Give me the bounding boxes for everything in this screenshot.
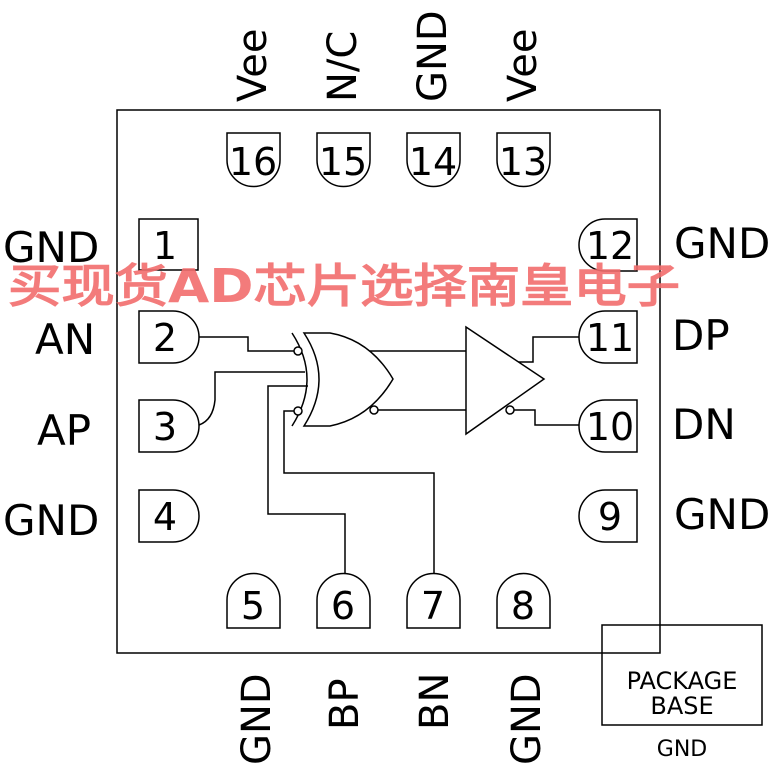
package-base-gnd: GND — [657, 737, 707, 762]
svg-text:8: 8 — [511, 584, 535, 628]
pin-4-label: GND — [3, 496, 99, 545]
pin-8-label: GND — [504, 673, 550, 765]
wire-an — [199, 336, 295, 352]
svg-text:14: 14 — [409, 140, 457, 184]
pin-5-label: GND — [234, 673, 280, 765]
pin-7-label: BN — [412, 673, 458, 730]
pin-1: 1 GND — [3, 218, 199, 272]
pin-14: 14 GND — [406, 10, 461, 188]
svg-text:5: 5 — [241, 584, 265, 628]
svg-text:13: 13 — [499, 140, 547, 184]
pin-3: 3 AP — [37, 399, 200, 455]
pin-13-label: Vee — [500, 29, 546, 102]
pin-1-label: GND — [3, 223, 99, 272]
pin-11-label: DP — [672, 311, 730, 360]
pin-8: 8 GND — [496, 572, 551, 765]
svg-text:9: 9 — [598, 495, 622, 539]
svg-text:12: 12 — [586, 224, 634, 268]
svg-text:3: 3 — [153, 405, 177, 449]
pin-10-label: DN — [672, 400, 736, 449]
pin-10: 10 DN — [578, 399, 736, 453]
wire-dn — [514, 409, 580, 426]
pin-15: 15 N/C — [316, 31, 371, 188]
pin-7: 7 BN — [406, 572, 461, 730]
svg-text:1: 1 — [153, 224, 177, 268]
package-base-line2: BASE — [650, 692, 713, 720]
pin-9: 9 GND — [578, 489, 769, 543]
watermark-text: 买现货AD芯片选择南皇电子 — [8, 259, 680, 313]
svg-text:4: 4 — [153, 495, 177, 539]
pin-2-label: AN — [35, 315, 95, 364]
pin-2: 2 AN — [35, 310, 200, 364]
pin-13: 13 Vee — [496, 29, 551, 188]
pin-5: 5 GND — [226, 572, 281, 765]
pin-14-label: GND — [410, 10, 456, 102]
pin-6-label: BP — [322, 678, 368, 730]
pin-11: 11 DP — [578, 310, 730, 364]
xor-gate — [291, 332, 394, 427]
package-base-line1: PACKAGE — [627, 667, 738, 695]
output-buffer — [465, 325, 546, 436]
svg-text:10: 10 — [586, 405, 634, 449]
svg-text:11: 11 — [586, 316, 634, 360]
pin-9-label: GND — [674, 490, 769, 539]
svg-text:15: 15 — [319, 140, 367, 184]
pin-6: 6 BP — [316, 572, 371, 730]
pin-16: 16 Vee — [226, 29, 281, 188]
pin-3-label: AP — [37, 406, 91, 455]
pin-16-label: Vee — [230, 29, 276, 102]
svg-text:6: 6 — [331, 584, 355, 628]
wire-ap — [198, 371, 305, 426]
wire-bp — [267, 385, 346, 575]
svg-text:2: 2 — [153, 316, 177, 360]
pin-4: 4 GND — [3, 489, 200, 545]
svg-text:16: 16 — [229, 140, 277, 184]
package-base-box — [601, 624, 763, 726]
pin-15-label: N/C — [320, 31, 366, 102]
package-body — [116, 109, 661, 654]
wire-bn — [283, 410, 435, 575]
svg-text:7: 7 — [421, 584, 445, 628]
pin-12-label: GND — [674, 219, 769, 268]
pin-12: 12 GND — [578, 218, 769, 272]
